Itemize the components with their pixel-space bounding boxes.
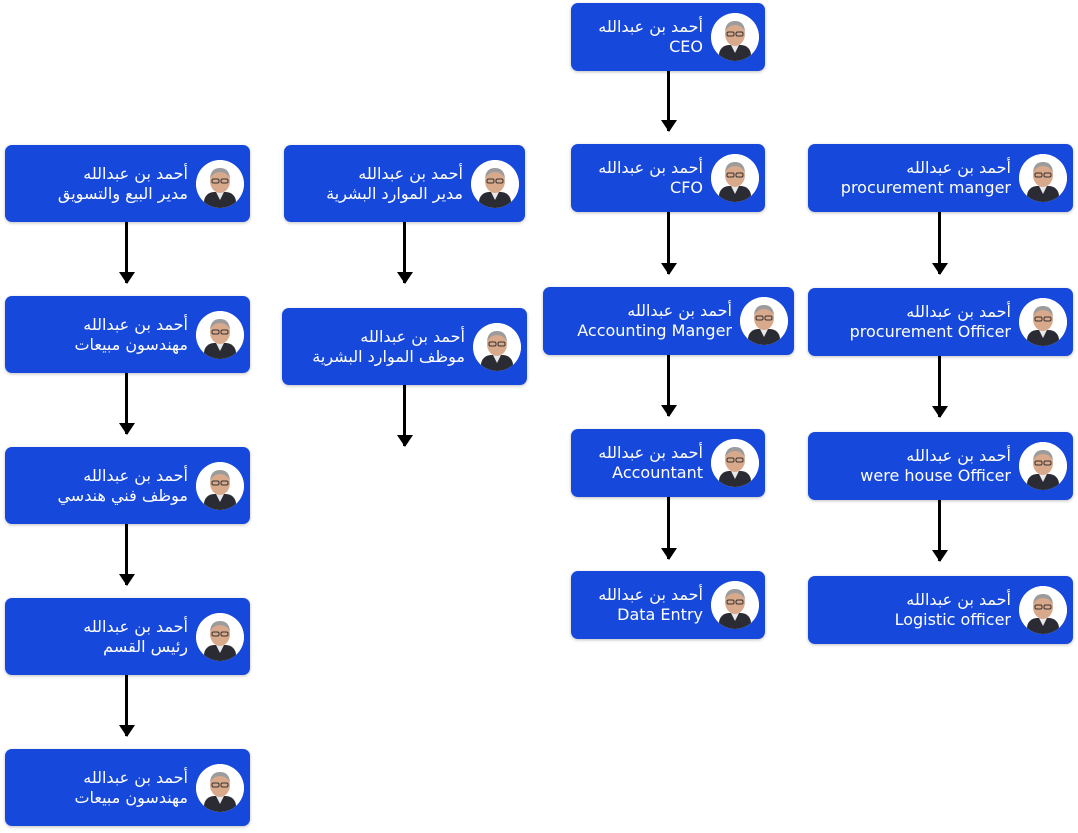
employee-name: أحمد بن عبدالله xyxy=(83,163,188,183)
employee-name: أحمد بن عبدالله xyxy=(906,158,1011,177)
employee-name: أحمد بن عبدالله xyxy=(83,465,188,485)
card-text: أحمد بن عبدالله CFO xyxy=(598,144,703,212)
employee-name: أحمد بن عبدالله xyxy=(906,302,1011,321)
employee-role: Data Entry xyxy=(617,605,703,624)
connector-arrow xyxy=(660,71,677,132)
card-sales-engineers-1[interactable]: أحمد بن عبدالله مهندسون مبيعات xyxy=(5,296,250,373)
employee-name: أحمد بن عبدالله xyxy=(906,446,1011,465)
card-cfo[interactable]: أحمد بن عبدالله CFO xyxy=(571,144,765,212)
connector-arrow xyxy=(931,500,948,562)
connector-arrow xyxy=(931,212,948,275)
card-ceo[interactable]: أحمد بن عبدالله CEO xyxy=(571,3,765,71)
connector-arrow xyxy=(118,373,135,435)
employee-name: أحمد بن عبدالله xyxy=(83,767,188,787)
employee-role: مدير البيع والتسويق xyxy=(57,183,188,203)
person-photo-icon xyxy=(473,322,521,371)
card-sales-engineers-2[interactable]: أحمد بن عبدالله مهندسون مبيعات xyxy=(5,749,250,826)
employee-role: Accounting Manger xyxy=(577,321,732,340)
employee-role: موظف فني هندسي xyxy=(57,485,188,505)
employee-name: أحمد بن عبدالله xyxy=(598,17,703,36)
connector-arrow xyxy=(660,497,677,560)
card-procurement-manager[interactable]: أحمد بن عبدالله procurement manger xyxy=(808,144,1073,212)
person-photo-icon xyxy=(1019,442,1067,490)
employee-role: مدير الموارد البشرية xyxy=(326,183,463,203)
employee-name: أحمد بن عبدالله xyxy=(360,326,465,346)
connector-arrow xyxy=(118,524,135,586)
person-photo-icon xyxy=(711,154,759,202)
employee-role: Accountant xyxy=(612,463,703,482)
card-text: أحمد بن عبدالله رئيس القسم xyxy=(83,598,188,675)
card-technical-engineer[interactable]: أحمد بن عبدالله موظف فني هندسي xyxy=(5,447,250,524)
card-accountant[interactable]: أحمد بن عبدالله Accountant xyxy=(571,429,765,497)
card-text: أحمد بن عبدالله were house Officer xyxy=(860,432,1011,500)
connector-arrow xyxy=(396,222,413,284)
employee-name: أحمد بن عبدالله xyxy=(906,590,1011,609)
card-text: أحمد بن عبدالله موظف فني هندسي xyxy=(57,447,188,524)
connector-arrow xyxy=(660,212,677,275)
card-text: أحمد بن عبدالله Logistic officer xyxy=(895,576,1011,644)
person-photo-icon xyxy=(196,159,244,208)
person-photo-icon xyxy=(196,612,244,661)
connector-arrow xyxy=(118,222,135,284)
connector-arrow xyxy=(118,675,135,737)
person-photo-icon xyxy=(196,763,244,812)
employee-role: were house Officer xyxy=(860,466,1011,485)
employee-name: أحمد بن عبدالله xyxy=(358,163,463,183)
employee-role: CFO xyxy=(670,178,703,197)
employee-role: مهندسون مبيعات xyxy=(74,334,188,354)
card-text: أحمد بن عبدالله مدير الموارد البشرية xyxy=(326,145,463,222)
card-hr-manager[interactable]: أحمد بن عبدالله مدير الموارد البشرية xyxy=(284,145,525,222)
employee-role: رئيس القسم xyxy=(103,636,188,656)
card-text: أحمد بن عبدالله مهندسون مبيعات xyxy=(74,296,188,373)
card-department-head[interactable]: أحمد بن عبدالله رئيس القسم xyxy=(5,598,250,675)
employee-name: أحمد بن عبدالله xyxy=(598,585,703,604)
card-text: أحمد بن عبدالله procurement manger xyxy=(841,144,1011,212)
employee-role: CEO xyxy=(669,37,703,56)
employee-name: أحمد بن عبدالله xyxy=(83,616,188,636)
card-text: أحمد بن عبدالله CEO xyxy=(598,3,703,71)
person-photo-icon xyxy=(1019,298,1067,346)
employee-name: أحمد بن عبدالله xyxy=(598,158,703,177)
card-text: أحمد بن عبدالله Data Entry xyxy=(598,571,703,639)
connector-arrow xyxy=(660,355,677,417)
card-text: أحمد بن عبدالله موظف الموارد البشرية xyxy=(312,308,465,385)
card-text: أحمد بن عبدالله مدير البيع والتسويق xyxy=(58,145,188,222)
card-sales-marketing-manager[interactable]: أحمد بن عبدالله مدير البيع والتسويق xyxy=(5,145,250,222)
employee-name: أحمد بن عبدالله xyxy=(627,301,732,320)
card-accounting-manager[interactable]: أحمد بن عبدالله Accounting Manger xyxy=(543,287,794,355)
card-text: أحمد بن عبدالله Accountant xyxy=(598,429,703,497)
card-hr-employee[interactable]: أحمد بن عبدالله موظف الموارد البشرية xyxy=(282,308,527,385)
card-text: أحمد بن عبدالله procurement Officer xyxy=(850,288,1011,356)
card-data-entry[interactable]: أحمد بن عبدالله Data Entry xyxy=(571,571,765,639)
person-photo-icon xyxy=(711,581,759,629)
employee-role: موظف الموارد البشرية xyxy=(312,346,465,366)
person-photo-icon xyxy=(471,159,519,208)
person-photo-icon xyxy=(711,13,759,61)
employee-name: أحمد بن عبدالله xyxy=(83,314,188,334)
card-warehouse-officer[interactable]: أحمد بن عبدالله were house Officer xyxy=(808,432,1073,500)
connector-arrow xyxy=(931,356,948,418)
employee-role: Logistic officer xyxy=(894,610,1011,629)
card-procurement-officer[interactable]: أحمد بن عبدالله procurement Officer xyxy=(808,288,1073,356)
connector-arrow xyxy=(396,385,413,447)
person-photo-icon xyxy=(1019,586,1067,634)
person-photo-icon xyxy=(1019,154,1067,202)
person-photo-icon xyxy=(196,310,244,359)
employee-role: procurement Officer xyxy=(849,322,1011,341)
employee-role: مهندسون مبيعات xyxy=(74,787,188,807)
card-text: أحمد بن عبدالله Accounting Manger xyxy=(577,287,732,355)
person-photo-icon xyxy=(711,439,759,487)
employee-role: procurement manger xyxy=(840,178,1011,197)
card-text: أحمد بن عبدالله مهندسون مبيعات xyxy=(74,749,188,826)
employee-name: أحمد بن عبدالله xyxy=(598,443,703,462)
person-photo-icon xyxy=(740,297,788,345)
card-logistic-officer[interactable]: أحمد بن عبدالله Logistic officer xyxy=(808,576,1073,644)
person-photo-icon xyxy=(196,461,244,510)
